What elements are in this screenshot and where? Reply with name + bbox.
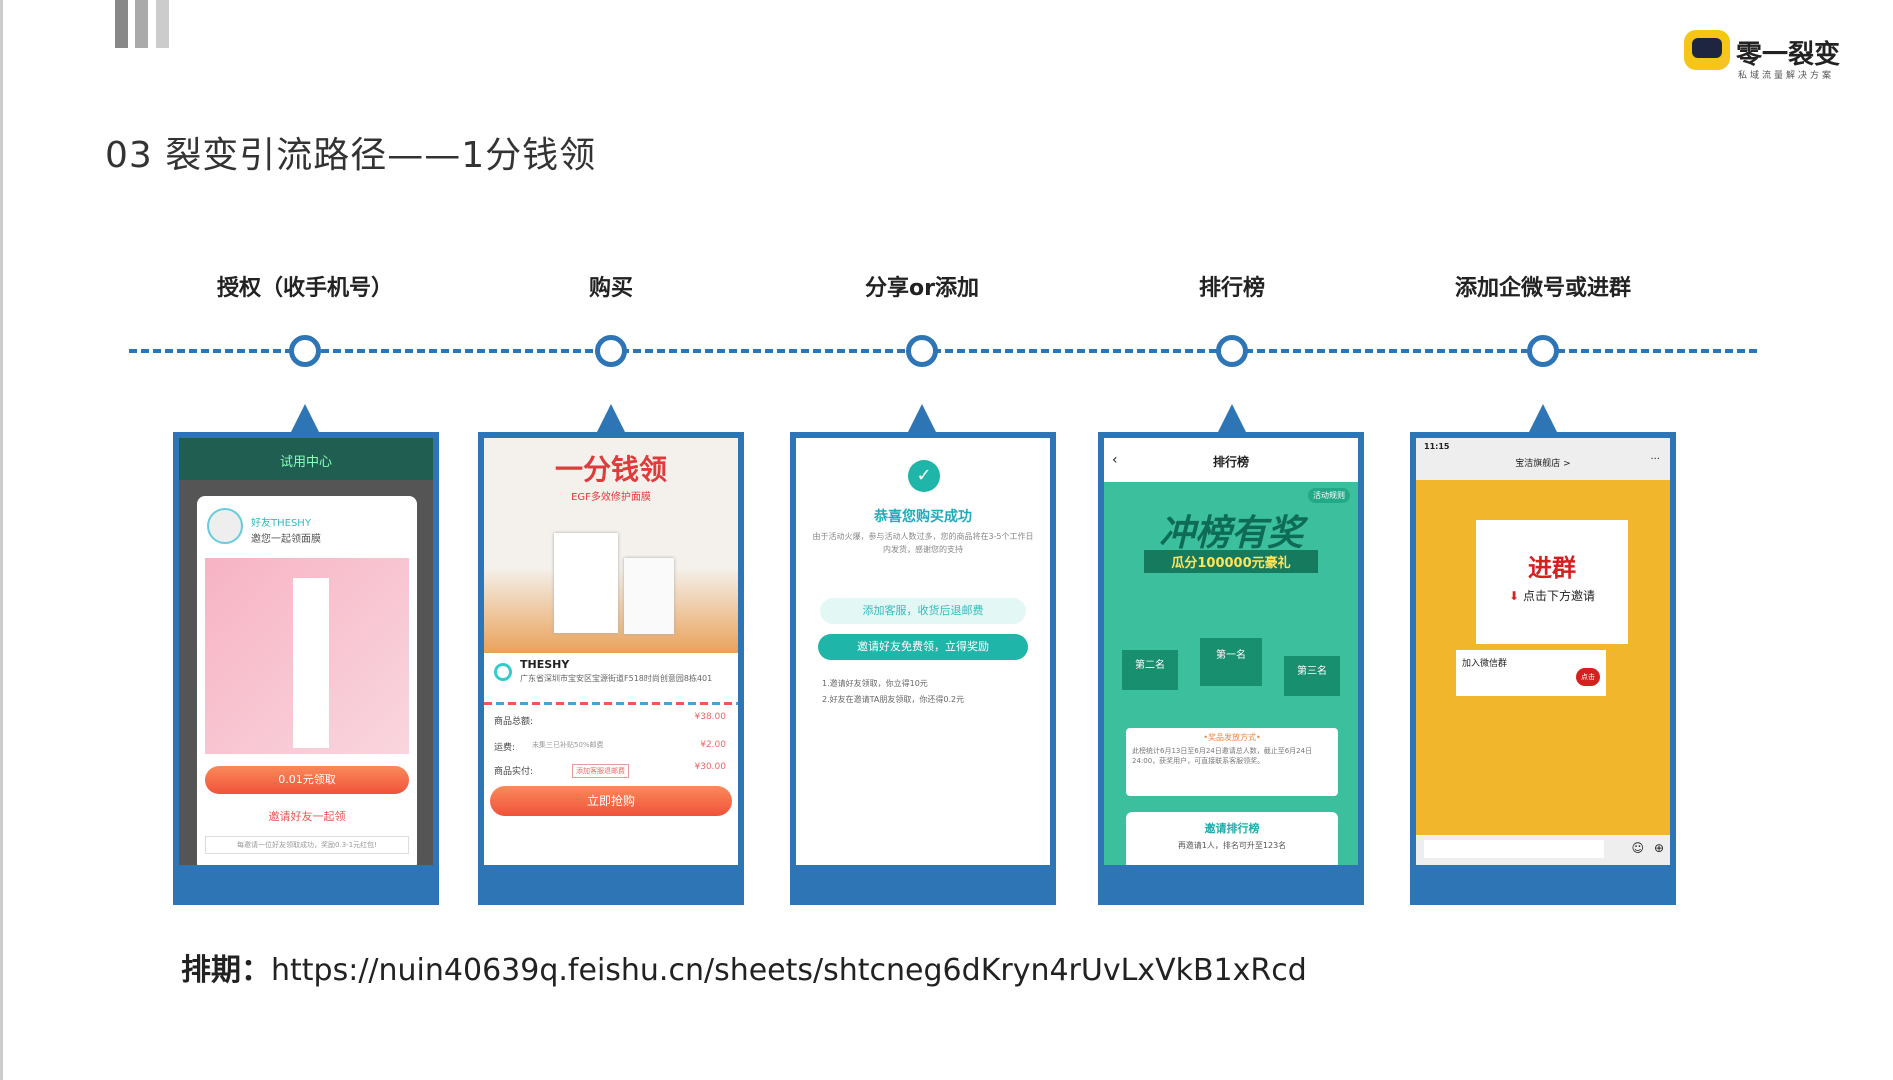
timeline-node [289,335,321,367]
pointer-triangle [1218,404,1246,432]
avatar [207,508,243,544]
timeline-node [906,335,938,367]
recipient-address: 广东省深圳市宝安区宝源街道F518时尚创意园8栋401 [520,674,713,683]
divider [0,0,3,1080]
screenshot-purchase: 一分钱领 EGF多效修护面膜 THESHY 广东省深圳市宝安区宝源街道F518时… [478,432,744,905]
rank-title: 邀请排行榜 [1204,822,1260,835]
timeline-node [1216,335,1248,367]
screen-header: 试用中心 [179,438,433,480]
schedule-line: 排期：https://nuin40639q.feishu.cn/sheets/s… [181,945,1307,989]
location-icon [494,663,512,681]
message-input[interactable] [1424,840,1604,858]
join-group-text: 加入微信群 [1462,659,1508,669]
pointer-triangle [1529,404,1557,432]
success-title: 恭喜您购买成功 [874,509,972,525]
robot-icon [1684,30,1730,70]
decor-bar [115,0,128,48]
paid-label: 商品实付: [494,767,534,777]
screenshot-share: ✓ 恭喜您购买成功 由于活动火爆，参与活动人数过多，您的商品将在3-5个工作日内… [790,432,1056,905]
arrow-down-icon: ⬇ [1509,589,1520,603]
total-value: ¥38.00 [694,712,727,722]
invite-friends-button[interactable]: 邀请好友免费领，立得奖励 [818,634,1028,660]
timeline [129,349,1757,353]
friend-name: 好友THESHY [251,518,311,529]
shipping-label: 运费: [494,743,516,753]
plus-icon[interactable]: ⊕ [1653,841,1664,855]
paid-value: ¥30.00 [694,762,727,772]
decor-bar [135,0,148,48]
claim-button[interactable]: 0.01元领取 [205,766,409,794]
buy-now-button[interactable]: 立即抢购 [490,786,732,816]
leaderboard-headline: 冲榜有奖 [1158,513,1303,554]
step-label: 授权（收手机号） [216,276,393,301]
join-sub: 点击下方邀请 [1522,589,1595,603]
tip-text: 每邀请一位好友领取成功，奖励0.3-1元红包! [205,836,409,854]
page-title: 03 裂变引流路径——1分钱领 [105,135,597,176]
rank-third: 第三名 [1284,656,1340,696]
rules-title: •奖品发放方式• [1203,733,1261,742]
logo-name: 零一裂变 [1736,40,1841,70]
timeline-node [1527,335,1559,367]
decor-bar [156,0,169,48]
shipping-value: ¥2.00 [700,740,726,750]
rules-badge[interactable]: 活动规则 [1308,488,1350,503]
product-image [205,558,409,754]
check-icon: ✓ [908,460,940,492]
step-label: 排行榜 [1198,276,1265,301]
shipping-note: 未集三已补贴50%邮费 [532,741,604,749]
refund-tag[interactable]: 添加客服退邮费 [572,764,629,778]
rule-1: 1.邀请好友领取，你立得10元 [822,679,928,688]
step-label: 购买 [588,276,633,301]
banner-subtitle: EGF多效修护面膜 [571,492,651,503]
screenshot-leaderboard: 排行榜 ‹ 活动规则 冲榜有奖 瓜分100000元豪礼 第二名 第一名 第三名 … [1098,432,1364,905]
rule-2: 2.好友在邀请TA朋友领取，你还得0.2元 [822,695,965,704]
logo: 零一裂变 私域流量解决方案 [1684,30,1864,86]
rank-second: 第二名 [1122,650,1178,690]
add-service-button[interactable]: 添加客服，收货后退邮费 [820,598,1026,624]
invite-friend-link[interactable]: 邀请好友一起领 [268,810,346,823]
timeline-node [595,335,627,367]
join-title: 进群 [1528,554,1576,582]
emoji-icon[interactable]: ☺ [1631,841,1644,855]
pointer-triangle [908,404,936,432]
status-time: 11:15 [1424,442,1450,451]
screenshot-authorize: 试用中心 好友THESHY 邀您一起领面膜 0.01元领取 邀请好友一起领 每邀… [173,432,439,905]
rank-first: 第一名 [1200,638,1262,686]
screen-header: 排行榜 [1104,438,1358,482]
recipient-name: THESHY [520,658,570,671]
schedule-link[interactable]: https://nuin40639q.feishu.cn/sheets/shtc… [271,953,1307,988]
invite-text: 邀您一起领面膜 [251,534,321,545]
success-desc: 由于活动火爆，参与活动人数过多，您的商品将在3-5个工作日内发货，感谢您的支持 [812,532,1034,554]
prize-pool: 瓜分100000元豪礼 [1144,550,1318,573]
schedule-label: 排期： [181,953,271,988]
product-banner: 一分钱领 EGF多效修护面膜 [484,438,738,653]
back-icon[interactable]: ‹ [1112,452,1118,468]
total-label: 商品总额: [494,717,534,727]
pointer-triangle [597,404,625,432]
rules-text: 此榜统计6月13日至6月24日邀请总人数，截止至6月24日24:00，获奖用户，… [1132,747,1313,765]
divider [484,702,738,705]
more-icon[interactable]: ··· [1650,454,1660,465]
logo-tagline: 私域流量解决方案 [1738,71,1835,81]
screenshot-join-group: 11:15 宝洁旗舰店 > ··· 进群 ⬇ 点击下方邀请 加入微信群 点击 ☺… [1410,432,1676,905]
pointer-triangle [291,404,319,432]
step-label: 添加企微号或进群 [1454,276,1631,301]
join-button[interactable]: 点击 [1576,668,1600,686]
chat-title: 宝洁旗舰店 > [1515,459,1571,469]
rank-note: 再邀请1人，排名可升至123名 [1177,841,1287,850]
banner-headline: 一分钱领 [554,453,667,486]
step-label: 分享or添加 [865,276,979,301]
